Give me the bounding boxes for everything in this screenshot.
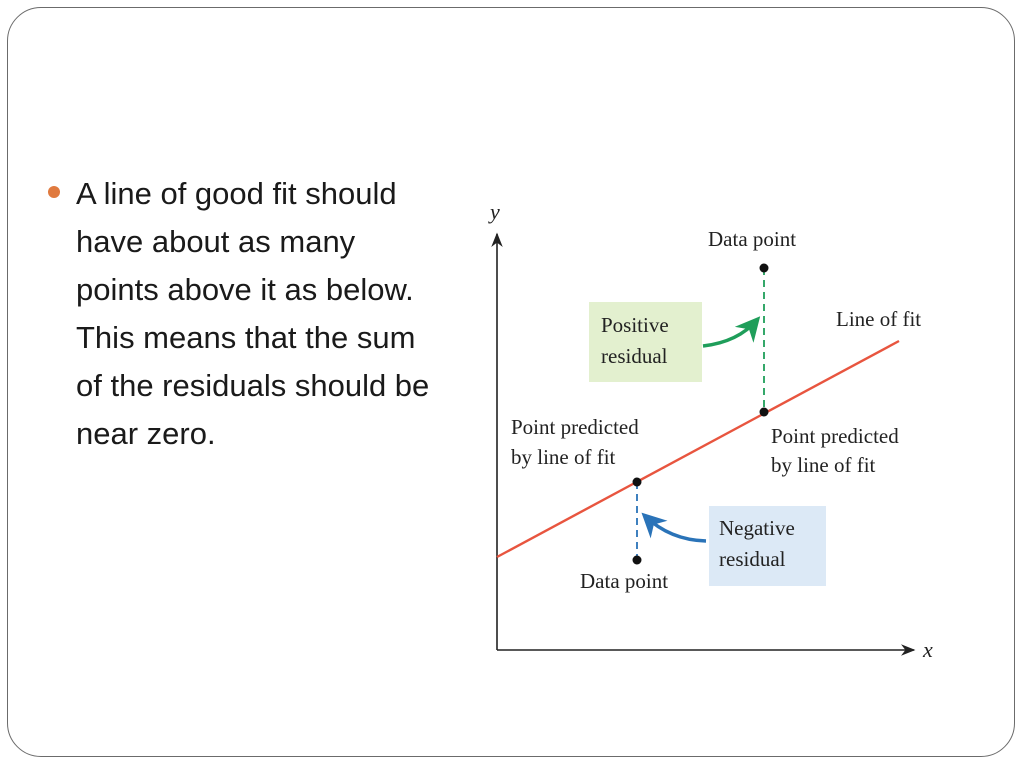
upper-data-point [759,263,769,273]
negative-residual-label-line1: Negative [719,516,795,540]
left-predicted-label-line1: Point predicted [511,415,639,439]
lower-data-point-label: Data point [580,569,668,593]
negative-residual-label-line2: residual [719,547,786,571]
line-of-fit-label: Line of fit [836,307,921,331]
positive-residual-arrow [702,316,761,348]
line-of-fit-diagram: y x Line of fit Data point Positive resi… [488,199,933,662]
x-axis-label: x [922,637,933,662]
negative-residual-box [709,506,826,586]
negative-residual-arrow [641,512,707,543]
right-predicted-label-line2: by line of fit [771,453,876,477]
bullet-point: A line of good fit should have about as … [48,170,443,458]
bullet-dot-icon [48,186,60,198]
right-predicted-label-line1: Point predicted [771,424,899,448]
positive-residual-label-line1: Positive [601,313,669,337]
left-predicted-label-line2: by line of fit [511,445,616,469]
positive-residual-box [589,302,702,382]
slide-frame [7,7,1015,757]
bullet-text: A line of good fit should have about as … [76,176,430,451]
upper-data-point-label: Data point [708,227,796,251]
positive-residual-label-line2: residual [601,344,668,368]
y-axis-label: y [488,199,500,224]
lower-data-point [632,555,642,565]
upper-predicted-point [759,407,769,417]
line-of-fit [496,339,900,559]
lower-predicted-point [632,477,642,487]
